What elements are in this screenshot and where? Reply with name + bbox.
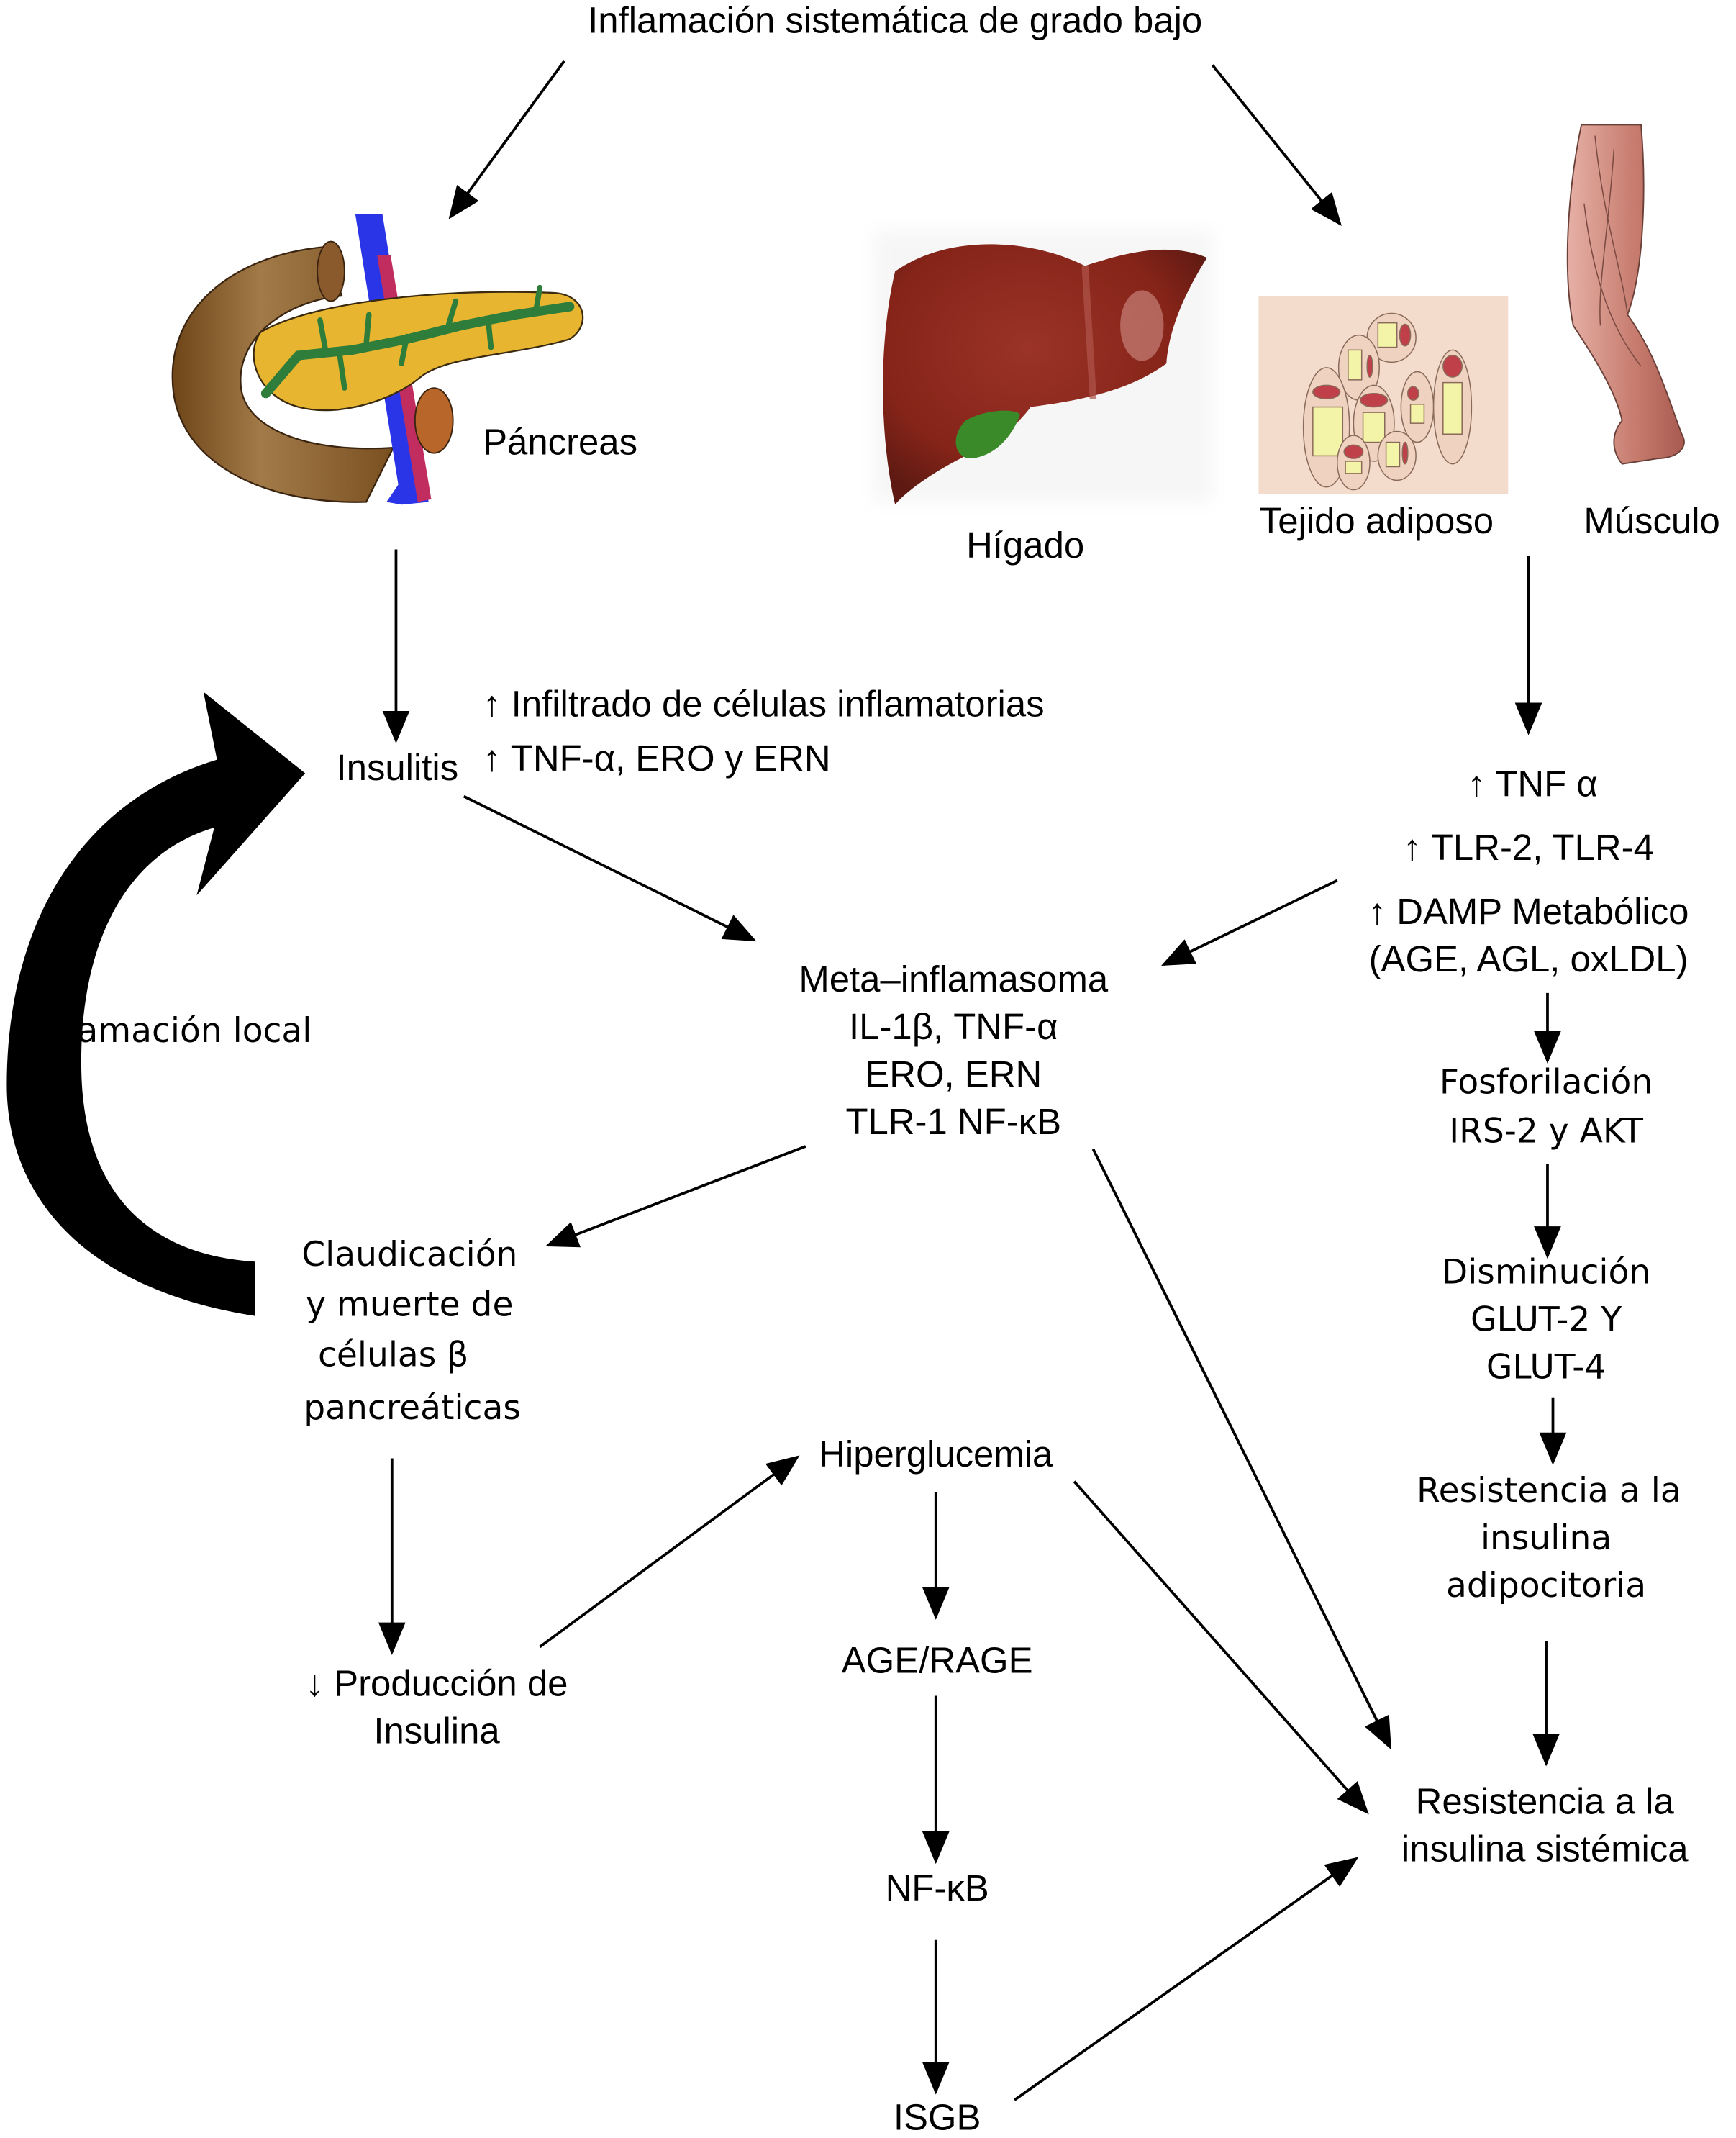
adipocyte-resistance-line-1: Resistencia a la	[1417, 1471, 1681, 1510]
label-muscle: Músculo	[1583, 500, 1719, 541]
metainflammasome-line-2: IL-1β, TNF-α	[849, 1006, 1058, 1047]
insulin-production-line-2: Insulina	[373, 1710, 500, 1751]
node-insulin-production: ↓ Producción de Insulina	[306, 1662, 568, 1751]
systemic-resistance-line-1: Resistencia a la	[1416, 1780, 1675, 1821]
marker-line-4: (AGE, AGL, oxLDL)	[1369, 938, 1689, 979]
muscle-illustration	[1566, 124, 1685, 465]
label-pancreas: Páncreas	[483, 422, 637, 463]
marker-line-3: ↑ DAMP Metabólico	[1368, 891, 1689, 932]
node-adipocyte-resistance: Resistencia a la insulina adipocitoria	[1417, 1471, 1681, 1605]
node-insulitis: Insulitis	[337, 747, 459, 788]
gallbladder-shape	[955, 410, 1020, 459]
arrow-title-to-adipose	[1211, 64, 1342, 226]
beta-failure-line-1: Claudicación	[301, 1235, 517, 1274]
vein-branch	[386, 472, 421, 505]
phosphorylation-line-2: IRS-2 y AKT	[1449, 1111, 1643, 1151]
local-inflammation-loop-arrow	[6, 692, 306, 1316]
glut-line-2: GLUT-2 Y	[1471, 1300, 1622, 1339]
node-phosphorylation: Fosforilación IRS-2 y AKT Disminución GL…	[1440, 1062, 1653, 1387]
liver-illustration	[873, 230, 1213, 505]
node-age-rage: AGE/RAGE	[842, 1639, 1033, 1680]
systemic-resistance-line-2: insulina sistémica	[1401, 1828, 1689, 1869]
metainflammasome-line-3: ERO, ERN	[865, 1054, 1042, 1095]
insulin-production-line-1: ↓ Producción de	[306, 1662, 568, 1703]
arrow-insulitis-to-metainflammasome	[463, 794, 757, 942]
node-metainflammasome: Meta–inflamasoma IL-1β, TNF-α ERO, ERN T…	[799, 959, 1109, 1142]
adipocyte-resistance-line-3: adipocitoria	[1446, 1566, 1646, 1605]
pancreas-illustration	[171, 214, 584, 505]
arrow-markers-to-metainflammasome	[1161, 879, 1338, 966]
leg-shape	[1566, 124, 1685, 465]
node-inflammatory-markers: ↑ TNF α ↑ TLR-2, TLR-4 ↑ DAMP Metabólico…	[1368, 764, 1689, 979]
marker-line-1: ↑ TNF α	[1468, 764, 1598, 805]
marker-line-2: ↑ TLR-2, TLR-4	[1403, 827, 1654, 868]
arrow-metainflammasome-to-beta-failure	[545, 1145, 806, 1248]
duodenum-end-top	[317, 240, 345, 302]
diagram-title: Inflamación sistemática de grado bajo	[588, 0, 1202, 40]
insulitis-effect-2: ↑ TNF-α, ERO y ERN	[483, 738, 831, 779]
adipose-illustration	[1258, 295, 1509, 494]
duodenum-end-bottom	[414, 387, 454, 454]
beta-failure-line-4: pancreáticas	[304, 1388, 521, 1428]
glut-line-1: Disminución	[1442, 1252, 1650, 1292]
metainflammasome-line-4: TLR-1 NF-κB	[845, 1101, 1061, 1142]
node-isgb: ISGB	[894, 2097, 981, 2138]
liver-highlight	[1120, 290, 1164, 361]
phosphorylation-line-1: Fosforilación	[1440, 1062, 1653, 1102]
insulitis-effect-1: ↑ Infiltrado de células inflamatorias	[483, 683, 1044, 724]
liver-ligament	[1081, 266, 1097, 399]
label-local-inflammation: Inflamación local	[24, 1011, 312, 1051]
arrow-hyperglycemia-to-systemic-resistance	[1073, 1480, 1369, 1815]
node-nfkb: NF-κB	[886, 1867, 989, 1908]
node-hyperglycemia: Hiperglucemia	[819, 1433, 1053, 1475]
muscle-fibers	[1583, 135, 1642, 367]
metainflammasome-line-1: Meta–inflamasoma	[799, 959, 1109, 1000]
label-liver: Hígado	[966, 525, 1084, 566]
duodenum-shape	[171, 245, 395, 503]
node-beta-cell-failure: Claudicación y muerte de células β pancr…	[301, 1235, 521, 1428]
glut-line-3: GLUT-4	[1486, 1347, 1606, 1387]
arrow-insulin-production-to-hyperglycemia	[539, 1455, 800, 1649]
node-systemic-resistance: Resistencia a la insulina sistémica	[1401, 1780, 1689, 1869]
arrow-metainflammasome-to-systemic-resistance	[1091, 1148, 1391, 1750]
duct-branches	[317, 284, 543, 391]
arrow-title-to-pancreas	[448, 60, 565, 219]
label-adipose: Tejido adiposo	[1260, 500, 1494, 541]
beta-failure-line-3: células β	[318, 1335, 468, 1374]
arrow-isgb-to-systemic-resistance	[1014, 1857, 1359, 2101]
beta-failure-line-2: y muerte de	[306, 1285, 513, 1325]
adipocyte-resistance-line-2: insulina	[1481, 1518, 1612, 1558]
